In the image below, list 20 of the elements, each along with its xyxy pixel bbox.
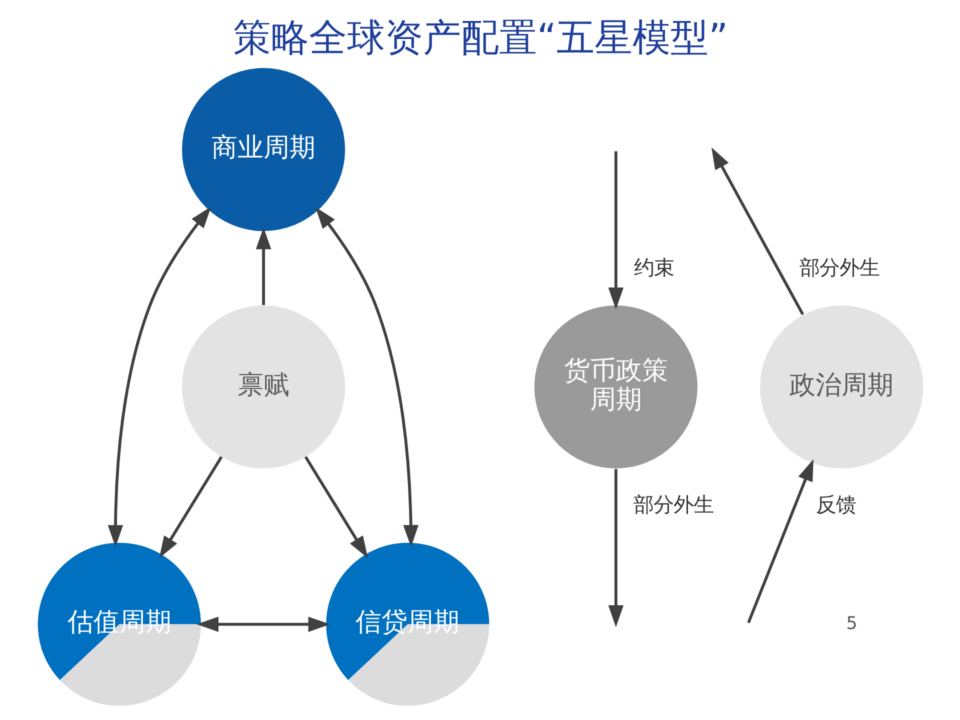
arrow <box>255 227 271 306</box>
edge-label: 反馈 <box>816 492 856 517</box>
arrow <box>304 456 368 558</box>
arrow <box>107 206 211 547</box>
diagram-title: 策略全球资产配置“五星模型” <box>232 15 728 60</box>
arrow <box>710 147 804 316</box>
arrow <box>196 616 330 632</box>
arrow <box>314 206 418 547</box>
edge-label: 部分外生 <box>632 492 713 517</box>
arrow <box>158 456 222 558</box>
edge-label: 约束 <box>634 255 674 280</box>
arrow <box>608 469 624 628</box>
node-circle: 商业周期 <box>181 68 345 232</box>
node-circle: 政治周期 <box>760 305 923 468</box>
node-circle: 货币政策周期 <box>534 305 697 468</box>
node-circle: 禀赋 <box>181 305 345 468</box>
arrow <box>746 459 813 624</box>
label: 5 <box>846 614 857 634</box>
edge-label: 部分外生 <box>798 255 879 280</box>
arrow <box>608 151 624 310</box>
